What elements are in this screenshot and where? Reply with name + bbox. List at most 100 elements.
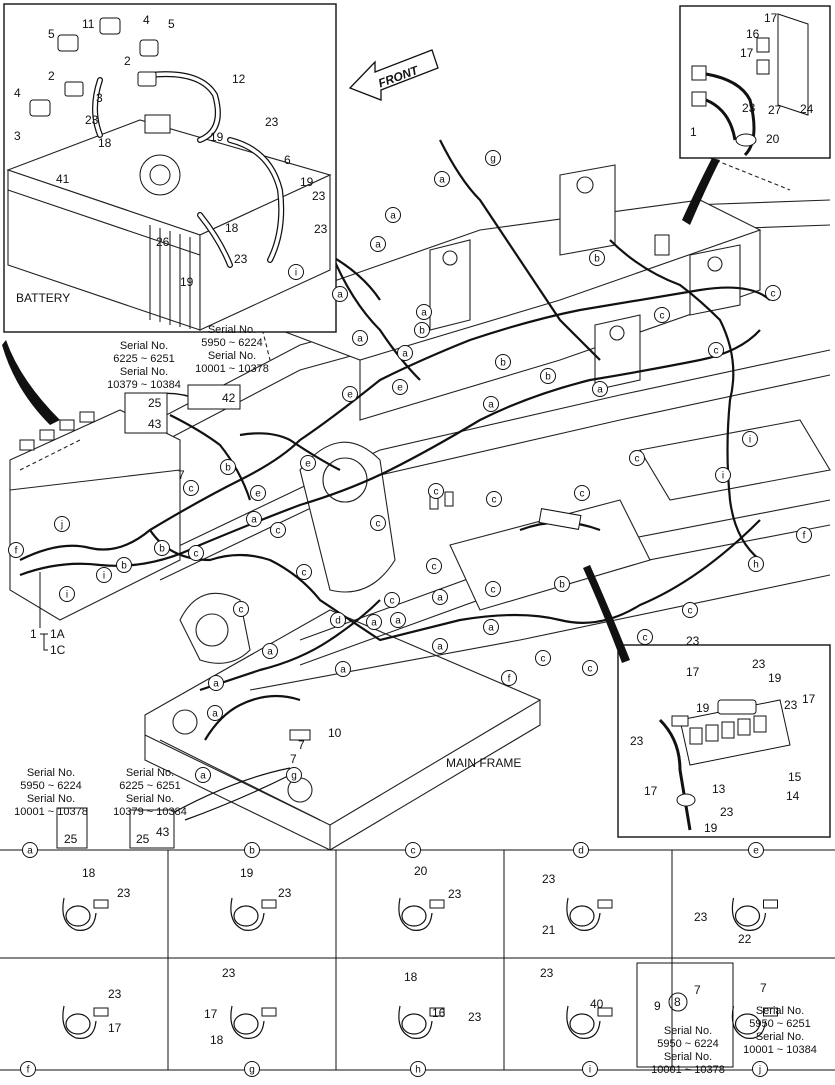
bolt-drawing: [763, 899, 778, 909]
main-part-number: 25: [64, 832, 78, 846]
detail-part-number: 18: [404, 970, 418, 984]
clamp-loop: [65, 1013, 91, 1035]
bracket-part-number: 24: [800, 102, 814, 116]
ref-circle-letter: c: [432, 562, 437, 573]
ref-circle-b: b: [414, 322, 430, 338]
clamp-loop: [569, 1013, 595, 1035]
bolt-drawing: [261, 1007, 277, 1017]
detail-part-number: 18: [82, 866, 96, 880]
ref-circle-letter: a: [421, 308, 427, 319]
ref-circle-letter: c: [714, 346, 719, 357]
ref-circle-letter: c: [194, 549, 199, 560]
ref-circle-e: e: [250, 485, 266, 501]
ref-circle-c: c: [426, 558, 442, 574]
clamp-loop: [233, 1013, 259, 1035]
ref-circle-c: c: [270, 522, 286, 538]
detail-letter-e: e: [748, 842, 764, 858]
battery-part-number: 3: [96, 91, 103, 105]
main-part-number: 7: [290, 752, 297, 766]
serial-number-text: 6225 ~ 6251: [119, 780, 180, 792]
relay-part-number: 17: [802, 692, 816, 706]
detail-part-number: 19: [240, 866, 254, 880]
ref-circle-letter: c: [434, 487, 439, 498]
ref-circle-letter: e: [255, 489, 261, 500]
ref-circle-b: b: [116, 557, 132, 573]
ref-circle-c: c: [708, 342, 724, 358]
bracket-part-number: 20: [766, 132, 780, 146]
main-part-number: 25: [148, 396, 162, 410]
relay-part-number: 23: [630, 734, 644, 748]
detail-part-number: 23: [222, 966, 236, 980]
serial-number-text: 10379 ~ 10384: [113, 806, 187, 818]
serial-number-text: Serial No.: [208, 350, 256, 362]
main-part-number: 7: [178, 468, 185, 482]
ref-circle-b: b: [589, 250, 605, 266]
relay-part-number: 19: [704, 821, 718, 835]
ref-circle-letter: a: [337, 290, 343, 301]
ref-circle-a: a: [416, 304, 432, 320]
ref-circle-c: c: [370, 515, 386, 531]
detail-j-serial-box: [636, 962, 734, 1068]
ref-circle-letter: a: [437, 642, 443, 653]
battery-part-number: 11: [82, 17, 95, 31]
ref-circle-letter: a: [437, 593, 443, 604]
part-1a-label: 1A: [50, 627, 65, 641]
ref-circle-letter: b: [545, 372, 551, 383]
main-frame-label: MAIN FRAME: [446, 756, 521, 770]
ref-circle-letter: e: [305, 459, 311, 470]
ref-circle-c: c: [485, 581, 501, 597]
relay-part-number: 17: [686, 665, 700, 679]
ref-circle-letter: b: [419, 326, 425, 337]
ref-circle-letter: i: [66, 590, 68, 601]
battery-part-number: 2: [48, 69, 55, 83]
ref-circle-a: a: [385, 207, 401, 223]
ref-circle-letter: h: [753, 560, 759, 571]
ref-circle-letter: b: [594, 254, 600, 265]
detail-letter-d: d: [573, 842, 589, 858]
battery-part-number: 23: [265, 115, 279, 129]
detail-letter-j: j: [752, 1061, 768, 1077]
ref-circle-b: b: [495, 354, 511, 370]
relay-part-number: 17: [644, 784, 658, 798]
ref-circle-g: g: [286, 767, 302, 783]
ref-circle-letter: a: [357, 334, 363, 345]
bracket-part-number: 17: [740, 46, 754, 60]
ref-circle-letter: a: [267, 647, 273, 658]
ref-circle-j: j: [54, 516, 70, 532]
ref-circle-i: i: [59, 586, 75, 602]
ref-circle-b: b: [540, 368, 556, 384]
ref-circle-letter: j: [758, 1065, 761, 1076]
bracket-part-number: 1: [690, 125, 697, 139]
ref-circle-letter: h: [415, 1065, 421, 1076]
ref-circle-b: b: [554, 576, 570, 592]
ref-circle-letter: f: [508, 674, 511, 685]
ref-circle-c: c: [486, 491, 502, 507]
battery-inset: [3, 3, 337, 333]
serial-number-text: 5950 ~ 6251: [749, 1018, 810, 1030]
serial-number-text: 6225 ~ 6251: [113, 353, 174, 365]
ref-circle-letter: c: [276, 526, 281, 537]
serial-number-text: Serial No.: [27, 793, 75, 805]
ref-circle-letter: g: [291, 771, 297, 782]
ref-circle-a: a: [207, 705, 223, 721]
battery-part-number: 19: [180, 275, 194, 289]
battery-part-number: 19: [300, 175, 314, 189]
detail-part-number: 23: [448, 887, 462, 901]
serial-number-text: Serial No.: [126, 793, 174, 805]
serial-boxes: [56, 384, 241, 849]
clamp-loop: [734, 1013, 761, 1035]
ref-circle-a: a: [483, 396, 499, 412]
ref-circle-letter: f: [15, 546, 18, 557]
detail-letter-h: h: [410, 1061, 426, 1077]
ref-circle-letter: c: [492, 495, 497, 506]
ref-circle-letter: a: [200, 771, 206, 782]
detail-letter-a: a: [22, 842, 38, 858]
connector-blocks: [19, 234, 670, 741]
ref-circle-c: c: [296, 564, 312, 580]
ref-circle-a: a: [335, 661, 351, 677]
ref-circle-letter: a: [371, 618, 377, 629]
